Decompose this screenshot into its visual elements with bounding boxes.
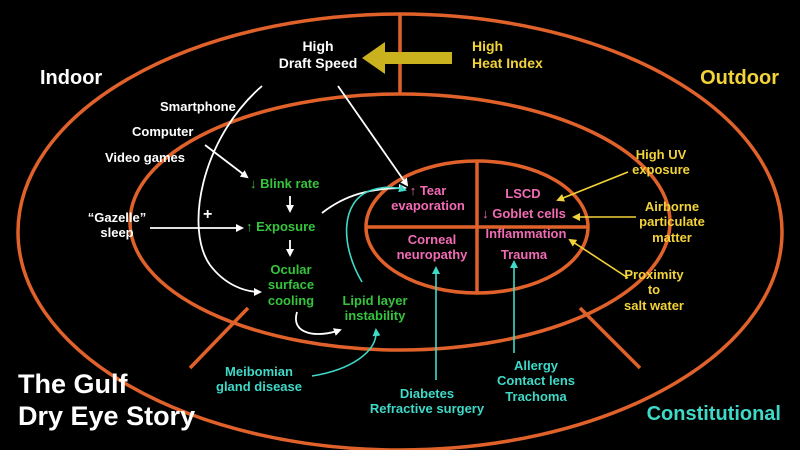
airborne-particulate-label: Airborne particulate matter [639, 199, 705, 245]
proximity-line-2: to [647, 282, 661, 298]
video-games-label: Video games [105, 150, 185, 165]
goblet-text: Goblet cells [492, 206, 566, 221]
ocular-surface-cooling-label: Ocular surface cooling [268, 262, 314, 308]
gazelle-line-1: “Gazelle” [87, 210, 147, 225]
lscd-label: LSCD [505, 186, 541, 201]
uv-line-1: High UV [635, 147, 687, 162]
games-to-blink-arrow [204, 144, 249, 179]
blink-rate-label: ↓ Blink rate [250, 176, 319, 191]
goblet-cells-label: ↓ Goblet cells [482, 206, 566, 221]
cooling-line-1: Ocular [270, 262, 312, 277]
up-arrow-icon: ↑ [409, 183, 417, 198]
gazelle-line-2: sleep [100, 225, 134, 241]
inflammation-label: Inflammation [485, 226, 567, 241]
diabetes-line-2: Refractive surgery [369, 401, 485, 417]
blink-rate-text: Blink rate [260, 176, 320, 191]
meibomian-to-lipid-arrow [311, 328, 381, 377]
airborne-line-3: matter [652, 229, 692, 245]
lipid-line-2: instability [344, 308, 406, 324]
proximity-to-inflammation-arrow [568, 238, 629, 279]
meibomian-line-1: Meibomian [225, 364, 293, 379]
allergy-line-2: Contact lens [496, 373, 576, 389]
draft-speed-line-2: Draft Speed [278, 54, 358, 71]
cooling-line-2: surface [267, 277, 315, 293]
cooling-to-lipid-arrow [295, 311, 342, 336]
meibomian-gland-label: Meibomian gland disease [216, 364, 302, 395]
draft-to-tear-arrow [337, 85, 409, 187]
heat-index-label: High Heat Index [472, 38, 543, 71]
draft-speed-label: High Draft Speed [279, 38, 358, 71]
corneal-line-2: neuropathy [396, 247, 468, 263]
indoor-label: Indoor [40, 67, 103, 89]
computer-label: Computer [132, 124, 194, 139]
airborne-line-2: particulate [639, 214, 705, 230]
lipid-to-tear-arrow [345, 184, 407, 283]
title-line-1: The Gulf [18, 369, 128, 399]
divider-lower-right [578, 306, 642, 370]
corneal-neuropathy-label: Corneal neuropathy [397, 232, 468, 263]
allergy-line-1: Allergy [513, 358, 559, 373]
high-uv-label: High UV exposure [632, 147, 690, 178]
constitutional-label: Constitutional [646, 403, 781, 425]
page-title: The Gulf Dry Eye Story [18, 368, 195, 433]
exposure-text: Exposure [256, 219, 316, 234]
title-line-2: Dry Eye Story [18, 401, 196, 432]
heat-to-draft-arrow [362, 42, 452, 74]
corneal-line-1: Corneal [407, 232, 457, 247]
airborne-line-1: Airborne [644, 199, 700, 214]
allergy-contact-trachoma-label: Allergy Contact lens Trachoma [497, 358, 575, 404]
draft-to-cooling-arrow [197, 85, 263, 296]
uv-to-lscd-arrow [556, 171, 629, 202]
tear-line-2: evaporation [391, 198, 465, 214]
gazelle-sleep-label: “Gazelle” sleep [88, 210, 147, 241]
down-arrow-icon: ↓ [482, 206, 489, 221]
draft-speed-line-1: High [302, 38, 334, 54]
diabetes-refractive-label: Diabetes Refractive surgery [370, 386, 484, 417]
tear-evaporation-label: ↑ Tear evaporation [391, 183, 465, 214]
proximity-salt-water-label: Proximity to salt water [624, 267, 684, 313]
exposure-label: ↑ Exposure [246, 219, 315, 234]
allergy-line-3: Trachoma [505, 388, 567, 404]
down-arrow-icon: ↓ [250, 176, 257, 191]
smartphone-label: Smartphone [160, 99, 236, 114]
up-arrow-icon: ↑ [246, 219, 253, 234]
trauma-label: Trauma [500, 247, 548, 262]
divider-lower-left [188, 306, 250, 370]
outdoor-label: Outdoor [700, 67, 779, 89]
diabetes-line-1: Diabetes [399, 386, 455, 401]
meibomian-line-2: gland disease [216, 379, 302, 395]
plus-sign: + [203, 206, 213, 223]
proximity-line-1: Proximity [624, 267, 684, 282]
lipid-layer-label: Lipid layer instability [342, 293, 407, 324]
uv-line-2: exposure [632, 162, 690, 178]
proximity-line-3: salt water [624, 297, 684, 313]
cooling-line-3: cooling [267, 292, 315, 308]
lipid-line-1: Lipid layer [342, 293, 408, 308]
tear-line-1: Tear [419, 183, 447, 198]
heat-index-line-1: High [472, 38, 504, 54]
heat-index-line-2: Heat Index [472, 54, 543, 71]
